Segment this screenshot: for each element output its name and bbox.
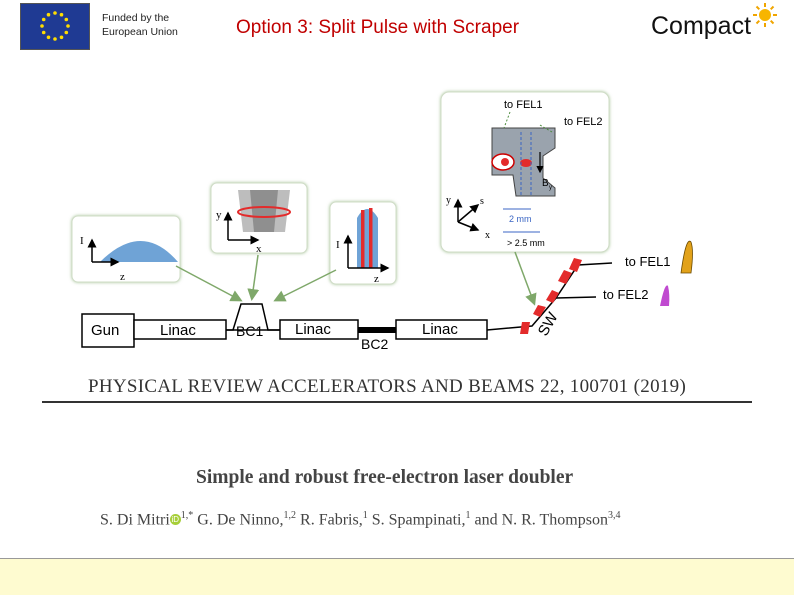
inset-bc1-phase-space: y x xyxy=(210,182,308,255)
funding-note: Funded by the European Union xyxy=(102,11,178,39)
author-2-affil: 1,2 xyxy=(283,510,297,521)
author-2: G. De Ninno, xyxy=(197,511,284,529)
author-5-affil: 3,4 xyxy=(607,510,621,521)
block-bc1: BC1 xyxy=(236,323,263,339)
scraper-to-fel2: to FEL2 xyxy=(564,116,603,128)
profile-axis-i: I xyxy=(80,235,84,247)
profile-axis-z: z xyxy=(120,271,125,283)
output-to-fel1: to FEL1 xyxy=(625,254,671,269)
scraper-field-label: B xyxy=(542,178,549,189)
paper-title: Simple and robust free-electron laser do… xyxy=(196,467,574,488)
scraper-to-fel1: to FEL1 xyxy=(504,99,543,111)
fel2-pulse-icon xyxy=(660,285,670,306)
author-4: S. Spampinati, xyxy=(371,511,466,529)
slide-title: Option 3: Split Pulse with Scraper xyxy=(236,17,520,38)
author-4-affil: 1 xyxy=(465,510,471,521)
block-linac-1: Linac xyxy=(160,322,196,339)
bc1-axis-x: x xyxy=(256,243,262,255)
bc1-axis-y: y xyxy=(216,209,222,221)
orcid-icon[interactable]: iD xyxy=(169,514,181,526)
scraper-axis-s: s xyxy=(480,196,484,207)
author-5: and N. R. Thompson xyxy=(474,511,608,529)
block-linac-2: Linac xyxy=(295,321,331,338)
scraper-field-sub: y xyxy=(549,185,552,191)
author-3: R. Fabris, xyxy=(300,511,363,529)
block-linac-3: Linac xyxy=(422,321,458,338)
journal-rule xyxy=(42,401,752,403)
author-1: S. Di Mitri xyxy=(100,511,170,529)
output-to-fel2: to FEL2 xyxy=(603,287,649,302)
journal-reference: PHYSICAL REVIEW ACCELERATORS AND BEAMS 2… xyxy=(88,376,687,397)
eu-flag-icon xyxy=(20,3,90,50)
slices-axis-i: I xyxy=(336,239,340,251)
block-bc2: BC2 xyxy=(361,336,388,352)
footer-divider xyxy=(0,558,794,559)
author-3-affil: 1 xyxy=(362,510,368,521)
funding-line-2: European Union xyxy=(102,26,178,38)
author-1-affil: 1,* xyxy=(180,510,194,521)
compact-logo: Compact xyxy=(651,12,752,40)
scraper-axis-y: y xyxy=(446,195,451,206)
inset-scraper: to FEL1 to FEL2 B y y s x 2 mm > 2.5 mm xyxy=(440,91,610,253)
scraper-gap-2mm: 2 mm xyxy=(509,214,532,224)
scraper-gap-25mm: > 2.5 mm xyxy=(507,238,545,248)
footer-bar xyxy=(0,559,794,595)
beamline-diagram: I z y x I z to FEL1 to FEL2 xyxy=(71,91,693,352)
inset-current-profile: I z xyxy=(71,215,181,283)
inset-sliced-current: I z xyxy=(329,201,397,285)
funding-line-1: Funded by the xyxy=(102,12,170,24)
fel1-pulse-icon xyxy=(680,240,693,274)
block-gun: Gun xyxy=(91,322,119,339)
eu-stars xyxy=(40,11,70,41)
beamline: Gun Linac BC1 Linac BC2 Linac SW to FEL1… xyxy=(81,240,693,352)
sun-icon xyxy=(753,3,777,27)
slices-axis-z: z xyxy=(374,273,379,285)
scraper-axis-x: x xyxy=(485,230,490,241)
